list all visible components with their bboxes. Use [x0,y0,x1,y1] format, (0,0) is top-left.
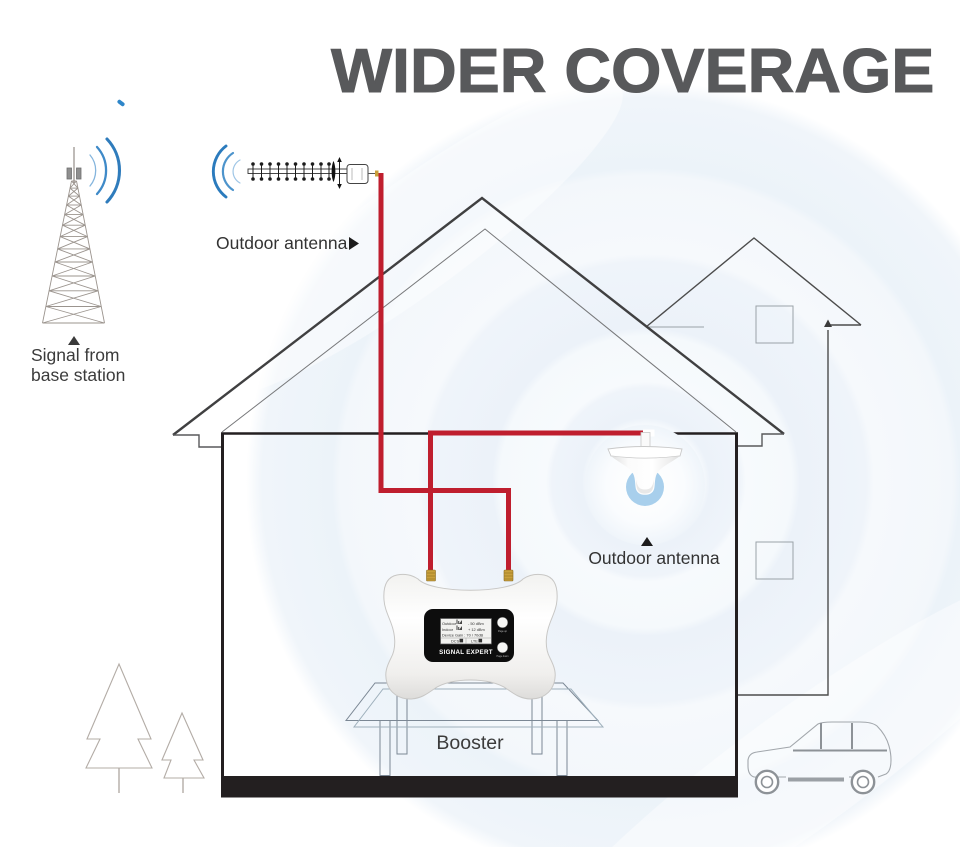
svg-text:base station: base station [31,365,125,385]
svg-text:SIGNAL EXPERT: SIGNAL EXPERT [439,649,493,656]
svg-text:Page down: Page down [497,655,510,658]
svg-text:DCS: DCS [451,638,460,643]
svg-text:LTE: LTE [471,638,478,643]
svg-text:+ 12 dBm: + 12 dBm [468,627,485,632]
svg-text:Device Gain : 70 / 70dB: Device Gain : 70 / 70dB [442,633,483,638]
svg-text:Booster: Booster [436,732,504,754]
svg-text:Outdoor: Outdoor [442,621,457,626]
svg-text:WIDER COVERAGE: WIDER COVERAGE [331,36,934,106]
svg-text:Outdoor antenna: Outdoor antenna [588,548,720,568]
svg-text:Outdoor antenna: Outdoor antenna [216,233,348,253]
svg-text:Page up: Page up [498,630,508,633]
svg-text:- 50 dBm: - 50 dBm [468,621,484,626]
svg-text:Indoor: Indoor [442,627,454,632]
svg-text:Signal from: Signal from [31,345,120,365]
